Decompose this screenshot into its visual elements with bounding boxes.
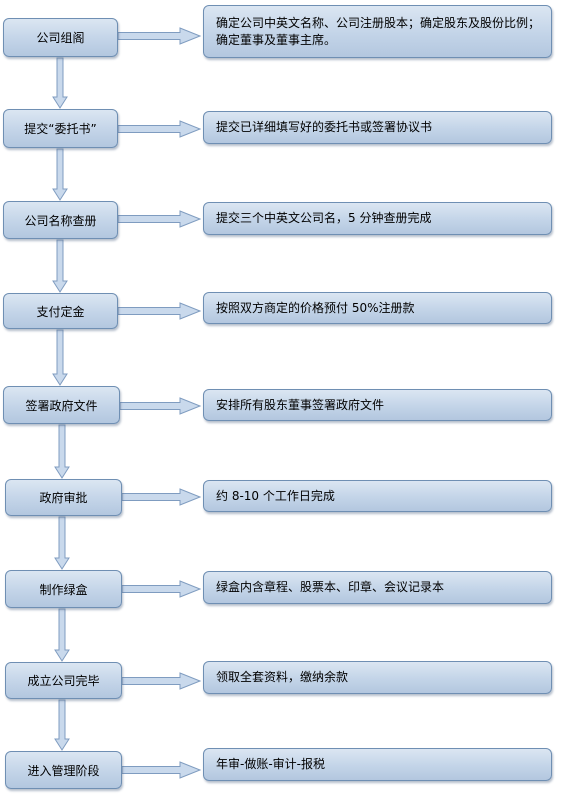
step-desc-8: 领取全套资料，缴纳余款 — [203, 661, 552, 694]
step-desc: 安排所有股东董事签署政府文件 — [216, 397, 385, 412]
horizontal-arrow-2 — [117, 120, 202, 138]
step-box-8: 成立公司完毕 — [5, 662, 122, 699]
horizontal-arrow-6 — [121, 488, 202, 506]
step-box-5: 签署政府文件 — [3, 386, 120, 424]
step-desc-7: 绿盒内含章程、股票本、印章、会议记录本 — [203, 571, 552, 604]
step-desc-2: 提交已详细填写好的委托书或签署协议书 — [203, 111, 552, 144]
step-desc: 约 8-10 个工作日完成 — [216, 488, 335, 503]
step-box-3: 公司名称查册 — [3, 201, 118, 239]
step-box-2: 提交“委托书” — [3, 109, 118, 148]
step-desc-9: 年审-做账-审计-报税 — [203, 748, 552, 781]
step-desc-1: 确定公司中英文名称、公司注册股本；确定股东及股份比例；确定董事及董事主席。 — [203, 5, 552, 58]
vertical-arrow-1 — [52, 57, 68, 109]
step-desc: 绿盒内含章程、股票本、印章、会议记录本 — [216, 580, 445, 594]
horizontal-arrow-8 — [121, 672, 202, 690]
horizontal-arrow-7 — [121, 580, 202, 598]
step-label: 制作绿盒 — [39, 582, 88, 597]
step-box-1: 公司组阁 — [3, 18, 118, 57]
step-label: 提交“委托书” — [24, 122, 97, 136]
step-desc-5: 安排所有股东董事签署政府文件 — [203, 389, 552, 421]
vertical-arrow-4 — [52, 329, 68, 386]
step-label: 政府审批 — [39, 491, 88, 505]
vertical-arrow-6 — [54, 516, 70, 570]
step-box-4: 支付定金 — [3, 293, 118, 329]
step-desc: 提交已详细填写好的委托书或签署协议书 — [216, 120, 433, 134]
step-box-7: 制作绿盒 — [5, 570, 122, 608]
step-desc: 提交三个中英文公司名，5 分钟查册完成 — [216, 211, 432, 225]
step-box-9: 进入管理阶段 — [5, 751, 122, 789]
vertical-arrow-5 — [54, 424, 70, 479]
step-label: 公司组阁 — [36, 31, 85, 45]
step-label: 支付定金 — [36, 304, 85, 319]
step-desc: 确定公司中英文名称、公司注册股本；确定股东及股份比例；确定董事及董事主席。 — [216, 15, 541, 47]
step-label: 进入管理阶段 — [27, 763, 100, 778]
step-label: 签署政府文件 — [25, 398, 98, 413]
horizontal-arrow-1 — [117, 27, 202, 45]
vertical-arrow-7 — [54, 608, 70, 662]
horizontal-arrow-5 — [119, 397, 202, 415]
horizontal-arrow-9 — [121, 761, 202, 779]
horizontal-arrow-3 — [117, 210, 202, 228]
step-desc-3: 提交三个中英文公司名，5 分钟查册完成 — [203, 202, 552, 235]
horizontal-arrow-4 — [117, 302, 202, 320]
step-box-6: 政府审批 — [5, 479, 122, 516]
vertical-arrow-2 — [52, 148, 68, 201]
step-desc: 领取全套资料，缴纳余款 — [216, 670, 349, 684]
step-desc-6: 约 8-10 个工作日完成 — [203, 480, 552, 512]
step-desc: 按照双方商定的价格预付 50%注册款 — [216, 300, 415, 315]
vertical-arrow-8 — [54, 699, 70, 751]
step-desc: 年审-做账-审计-报税 — [216, 757, 325, 771]
vertical-arrow-3 — [52, 239, 68, 293]
step-label: 公司名称查册 — [24, 213, 97, 228]
step-desc-4: 按照双方商定的价格预付 50%注册款 — [203, 292, 552, 324]
step-label: 成立公司完毕 — [27, 674, 100, 688]
